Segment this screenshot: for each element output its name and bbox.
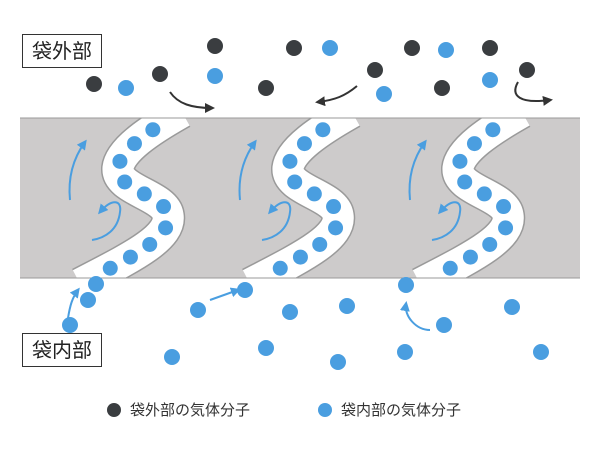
inside-molecule: [533, 344, 549, 360]
inside-molecule: [496, 199, 512, 215]
inside-molecule: [306, 186, 322, 202]
inside-molecule: [118, 80, 134, 96]
legend-inside-text: 袋内部の気体分子: [341, 401, 462, 419]
inside-molecule: [452, 153, 468, 169]
inward-arrow: [431, 201, 462, 241]
inside-molecule: [296, 136, 312, 152]
inside-molecule: [312, 236, 328, 252]
outside-molecule: [258, 80, 274, 96]
outward-arrow: [315, 85, 358, 107]
inside-molecule: [207, 68, 223, 84]
outside-molecule: [286, 40, 302, 56]
inside-molecule: [112, 153, 128, 169]
inside-label: 袋内部: [22, 333, 102, 367]
legend-outside: 袋外部の気体分子: [107, 399, 250, 420]
outside-molecule: [434, 80, 450, 96]
inside-molecule: [158, 220, 174, 236]
outside-molecule: [367, 62, 383, 78]
inside-molecule: [145, 122, 161, 138]
inward-arrow: [68, 139, 87, 201]
outward-arrow: [514, 81, 553, 106]
outside-molecule: [152, 66, 168, 82]
band-bottom-mask: [0, 278, 600, 300]
inside-molecule: [156, 199, 172, 215]
inward-arrow: [408, 139, 427, 201]
inside-molecule: [62, 317, 78, 333]
inward-arrow: [209, 287, 241, 301]
inward-arrow: [238, 139, 257, 201]
outside-molecule: [86, 76, 102, 92]
inside-molecule: [438, 42, 454, 58]
inside-molecule: [330, 354, 346, 370]
outside-molecule: [519, 62, 535, 78]
inside-molecule: [457, 174, 473, 190]
inside-molecule: [322, 40, 338, 56]
inside-molecule: [498, 220, 514, 236]
inside-molecule: [164, 349, 180, 365]
film-layer: [0, 96, 600, 300]
inside-molecule: [287, 174, 303, 190]
outward-arrow: [169, 91, 215, 113]
inside-molecule: [326, 199, 342, 215]
inside-molecule: [442, 260, 458, 276]
inside-molecule: [258, 340, 274, 356]
outside-molecule: [482, 40, 498, 56]
outside-molecule: [404, 40, 420, 56]
inside-molecule: [122, 249, 138, 265]
inside-molecule: [339, 298, 355, 314]
inside-molecule: [102, 260, 118, 276]
inside-molecule: [88, 276, 104, 292]
inside-molecule: [80, 292, 96, 308]
inside-molecule-swatch: [318, 402, 332, 417]
legend-outside-text: 袋外部の気体分子: [130, 401, 251, 419]
inside-molecule: [117, 174, 133, 190]
inside-molecule: [376, 86, 392, 102]
inside-molecule: [482, 236, 498, 252]
arrow-layer: [67, 81, 553, 331]
inside-molecule: [466, 136, 482, 152]
inside-molecule: [462, 249, 478, 265]
inside-molecule: [272, 260, 288, 276]
outside-molecule: [207, 38, 223, 54]
inside-molecule: [126, 136, 142, 152]
inside-molecule: [482, 72, 498, 88]
legend-inside: 袋内部の気体分子: [318, 399, 461, 420]
inward-arrow: [261, 201, 292, 241]
molecule-layer: [62, 38, 549, 370]
inside-molecule: [476, 186, 492, 202]
inside-molecule: [282, 153, 298, 169]
outside-molecule-swatch: [107, 402, 121, 417]
inside-molecule: [282, 304, 298, 320]
inside-molecule: [485, 122, 501, 138]
inside-molecule: [504, 299, 520, 315]
inward-arrow: [399, 301, 431, 331]
inside-molecule: [237, 282, 253, 298]
inside-molecule: [315, 122, 331, 138]
inward-arrow: [91, 201, 122, 241]
inside-molecule: [436, 317, 452, 333]
inside-molecule: [397, 344, 413, 360]
inside-molecule: [292, 249, 308, 265]
band-top-mask: [0, 96, 600, 118]
inside-molecule: [398, 277, 414, 293]
outside-label: 袋外部: [22, 34, 102, 68]
inside-molecule: [142, 236, 158, 252]
inside-molecule: [328, 220, 344, 236]
inward-arrow: [67, 287, 80, 319]
inside-molecule: [136, 186, 152, 202]
inside-molecule: [190, 302, 206, 318]
